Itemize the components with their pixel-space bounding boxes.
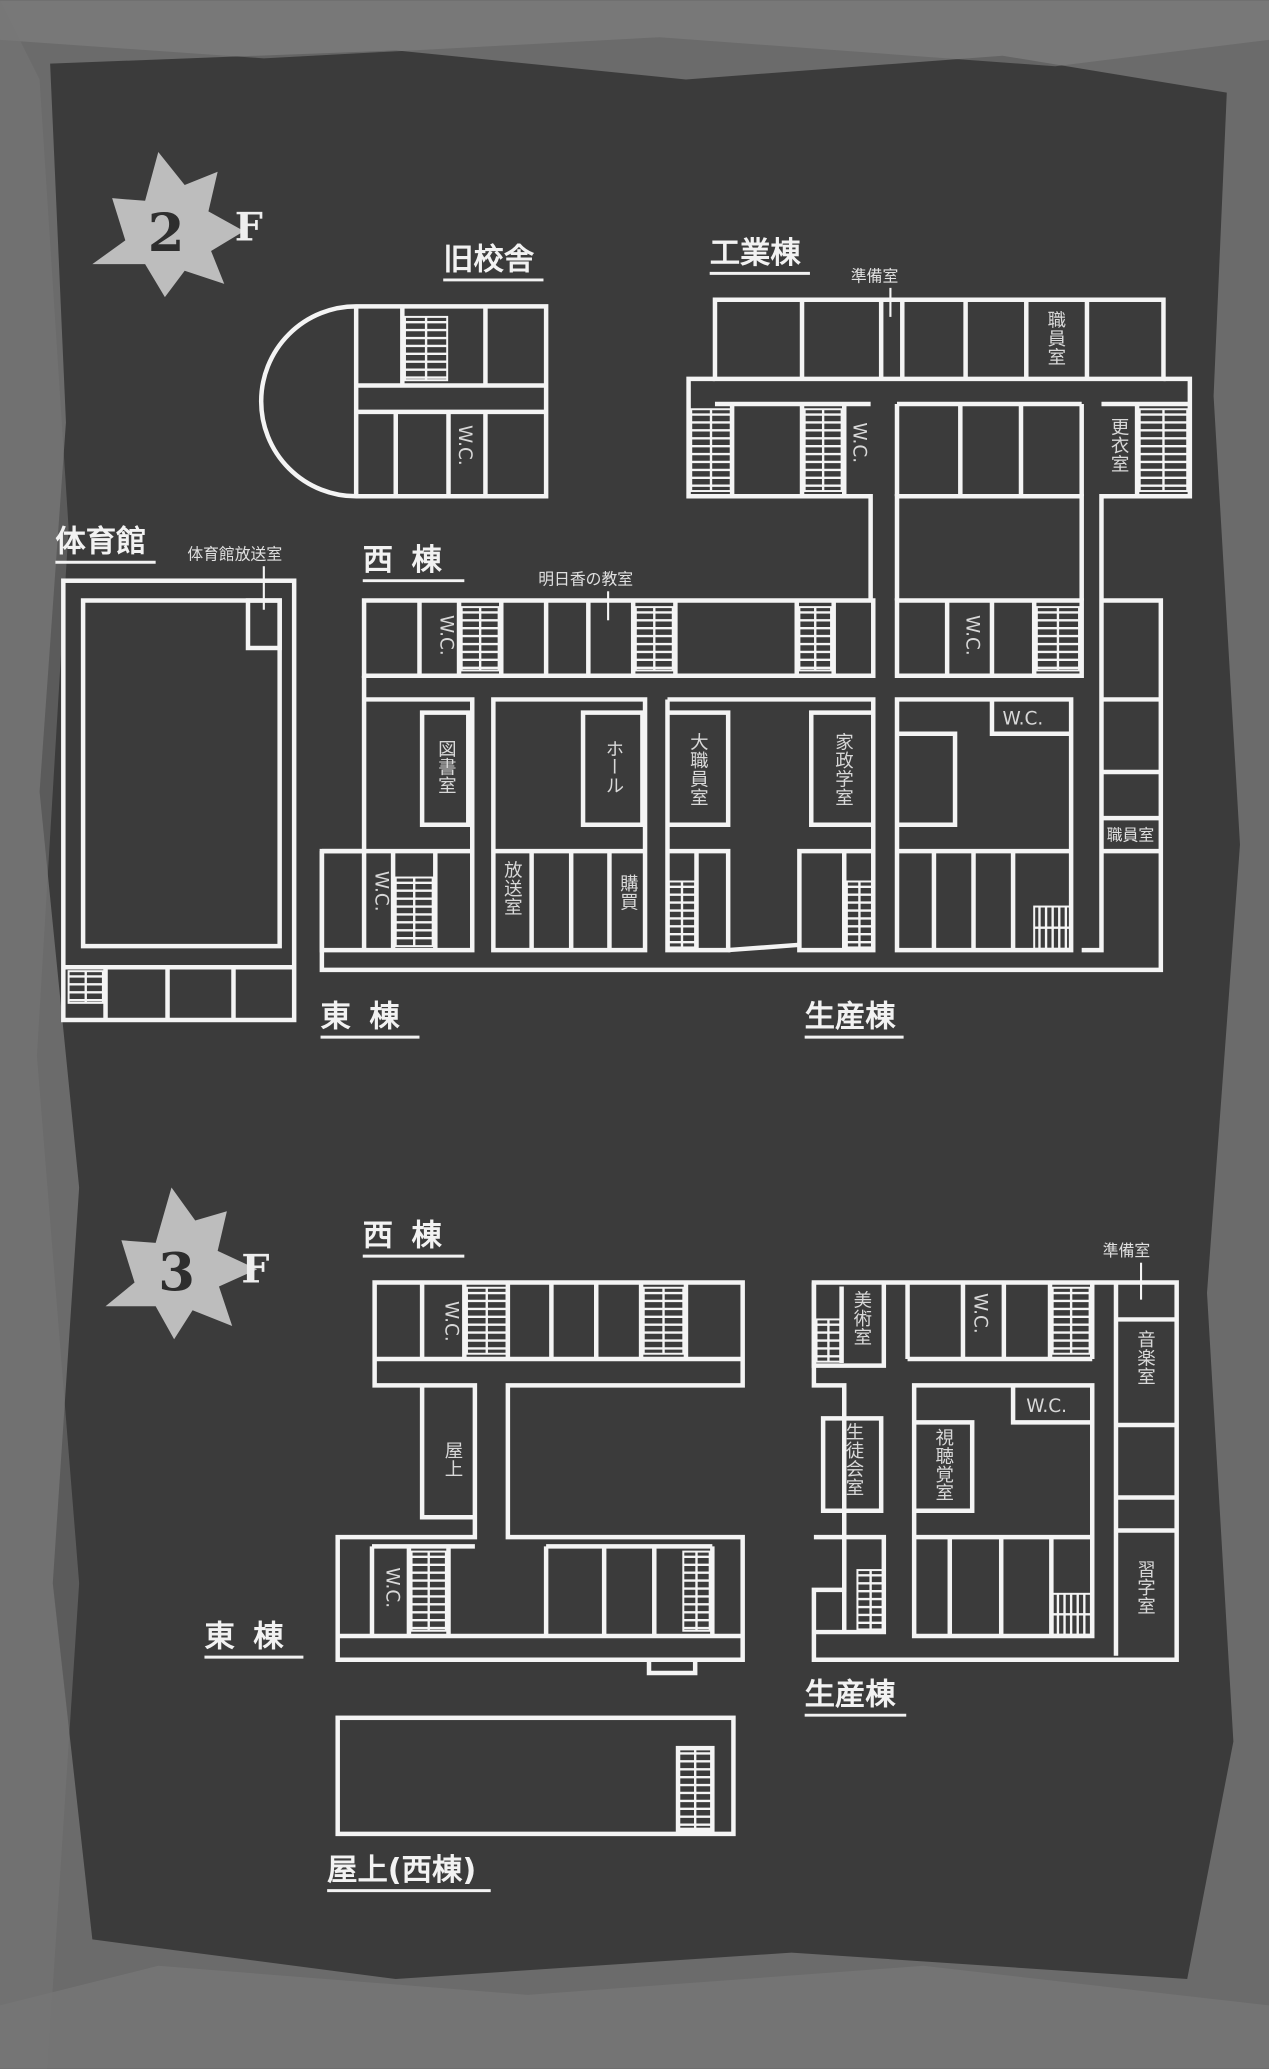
building-label-production: 生産棟 (805, 1000, 897, 1035)
floor-badge-3f: 3 F (105, 1187, 269, 1340)
building-label-industrial: 工業棟 (710, 236, 802, 271)
stairs-icon (668, 881, 696, 948)
stairs-icon (404, 316, 448, 381)
wc-label: W.C. (970, 1293, 991, 1334)
building-rooftop-west: 屋上(西棟) (327, 1715, 736, 1893)
building-label-west: 西棟 (363, 543, 461, 578)
building-label-production: 生産棟 (805, 1678, 897, 1713)
floor-number: 3 (158, 1241, 195, 1303)
av-room-label: 視聴覚室 (933, 1428, 954, 1502)
building-production-3f: 準備室 美術室 音楽室 生徒会室 視聴覚室 習字室 W.C. W.C. 生産棟 (805, 1241, 1179, 1717)
floor-2: 2 F W.C. 旧校舎 (55, 152, 1193, 1039)
building-label-gym: 体育館 (55, 524, 146, 560)
home-ec-room-label: 家政学室 (832, 732, 853, 806)
art-room-label: 美術室 (851, 1290, 872, 1345)
staff-room-label: 職員室 (1107, 826, 1154, 845)
building-old-school: W.C. 旧校舎 (259, 242, 549, 499)
wc-label: W.C. (1003, 709, 1044, 730)
building-label-east: 東棟 (321, 1000, 419, 1035)
broadcast-room-label: 放送室 (501, 860, 522, 915)
floor-3: 3 F (105, 1187, 1179, 1893)
stairs-icon (683, 1551, 710, 1631)
wc-label: W.C. (371, 871, 392, 912)
stairs-icon (635, 607, 673, 671)
stairs-icon (395, 877, 433, 947)
stairs-icon (643, 1287, 684, 1354)
stairs-icon (1034, 906, 1072, 949)
wc-label: W.C. (1026, 1396, 1067, 1417)
stairs-icon (1052, 1593, 1091, 1635)
stairs-icon (1139, 409, 1188, 492)
rooftop-label: 屋上 (442, 1441, 463, 1478)
prep-room-label: 準備室 (851, 266, 898, 285)
hall-label: ホール (603, 739, 624, 794)
wc-label: W.C. (441, 1301, 462, 1342)
wc-label: W.C. (435, 615, 456, 656)
building-main-complex: 西棟 明日香の教室 W.C. W.C. W.C. W.C. 図書室 ホール 大職… (319, 543, 1164, 1039)
stairs-icon (691, 409, 731, 492)
building-label-old-school: 旧校舎 (443, 242, 535, 277)
wc-label: W.C. (381, 1567, 402, 1608)
stairs-icon (466, 1287, 507, 1354)
stairs-icon (816, 1319, 841, 1362)
building-label-east: 東棟 (204, 1620, 302, 1655)
locker-room-label: 更衣室 (1108, 417, 1129, 472)
store-label: 購買 (617, 874, 638, 911)
floor-number: 2 (148, 202, 185, 264)
stairs-icon (68, 971, 103, 1003)
stairs-icon (1036, 607, 1080, 671)
building-label-west: 西棟 (363, 1219, 461, 1254)
wc-label: W.C. (454, 425, 475, 466)
stairs-icon (857, 1570, 884, 1630)
wc-label: W.C. (962, 615, 983, 656)
big-staff-room-label: 大職員室 (687, 732, 708, 806)
stairs-icon (1052, 1287, 1090, 1354)
stairs-icon (846, 881, 872, 948)
music-room-label: 音楽室 (1135, 1330, 1156, 1385)
student-council-room-label: 生徒会室 (843, 1422, 864, 1496)
library-label: 図書室 (435, 739, 456, 794)
floor-badge-2f: 2 F (92, 152, 263, 298)
building-industrial: 準備室 職員室 W.C. 更衣室 工業棟 (686, 236, 1193, 601)
calligraphy-room-label: 習字室 (1135, 1560, 1156, 1615)
stairs-icon (804, 409, 842, 492)
asuka-classroom-label: 明日香の教室 (538, 570, 633, 589)
floor-suffix: F (241, 1246, 269, 1292)
building-gym: 体育館 体育館放送室 (55, 524, 297, 1023)
wc-label: W.C. (848, 422, 869, 463)
stairs-icon (678, 1748, 713, 1830)
stairs-icon (411, 1551, 446, 1631)
building-west-east-3f: W.C. W.C. 屋上 西棟 東棟 (204, 1219, 745, 1676)
gym-broadcast-room-label: 体育館放送室 (187, 545, 282, 564)
floor-suffix: F (235, 204, 263, 250)
building-label-rooftop-west: 屋上(西棟) (327, 1853, 476, 1888)
prep-room-label: 準備室 (1103, 1241, 1150, 1260)
staff-room-label: 職員室 (1045, 310, 1066, 365)
stairs-icon (461, 607, 499, 671)
stairs-icon (799, 607, 832, 671)
